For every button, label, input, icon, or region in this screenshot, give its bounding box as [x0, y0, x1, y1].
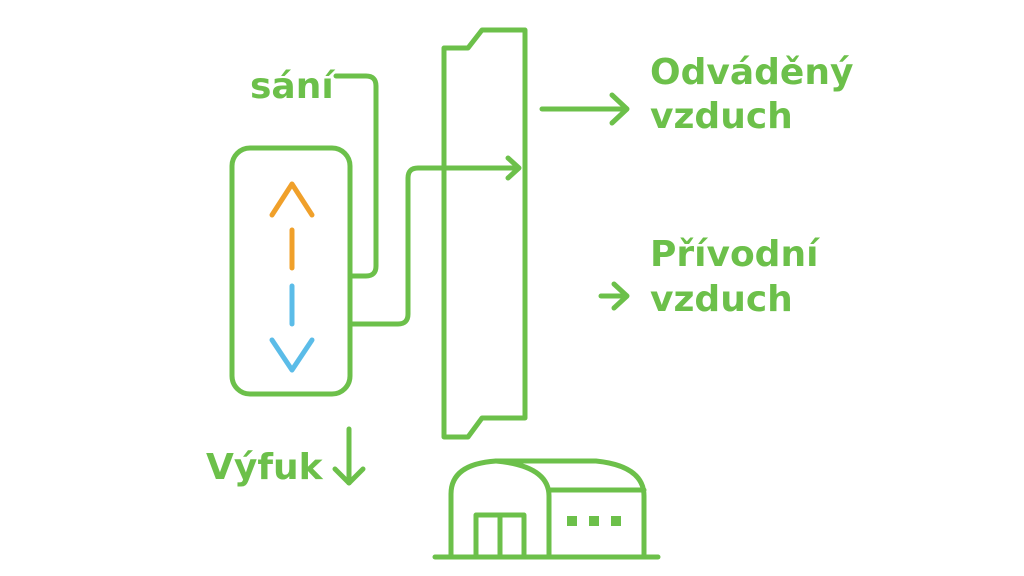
unit-box — [229, 145, 353, 397]
intake-duct — [333, 73, 379, 279]
intake-label: sání — [250, 66, 335, 107]
down-arrow-icon — [269, 283, 315, 373]
exhaust-air-label-line1: Odváděný — [650, 52, 853, 93]
exhaust-arrow-icon — [332, 426, 366, 486]
supply-duct — [349, 165, 521, 327]
supply-air-label-line2: vzduch — [650, 279, 793, 320]
wall — [441, 27, 528, 440]
supply-duct-arrow-icon — [505, 155, 522, 181]
supply-air-arrow-icon — [598, 281, 630, 311]
greenhouse-icon — [432, 458, 661, 560]
up-arrow-icon — [269, 181, 315, 271]
exhaust-air-label-line2: vzduch — [650, 96, 793, 137]
supply-air-label-line1: Přívodní — [650, 234, 820, 275]
exhaust-label: Výfuk — [206, 447, 324, 488]
exhaust-air-arrow-icon — [539, 92, 630, 126]
